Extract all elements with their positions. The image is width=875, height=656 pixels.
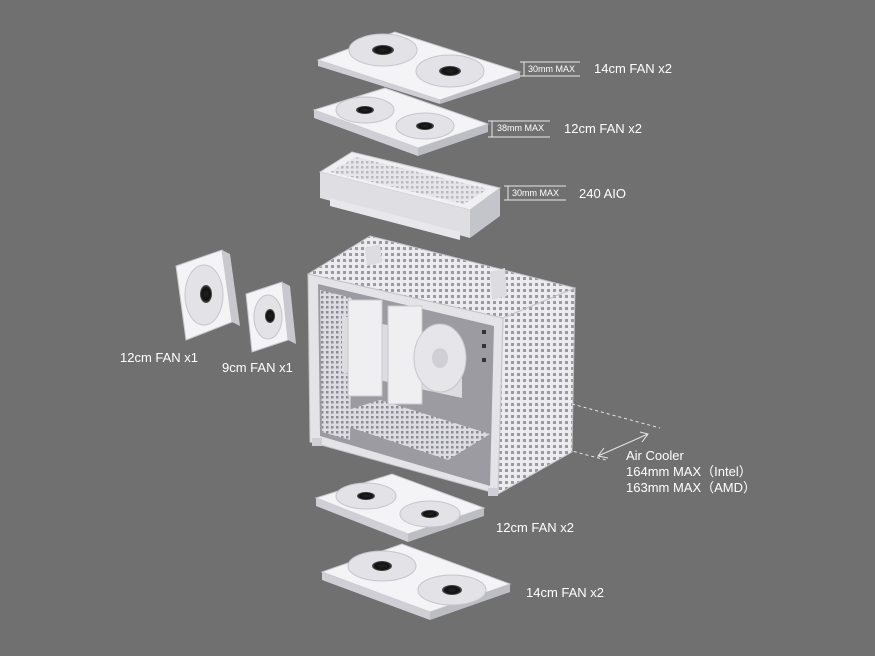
label-top-fan-140: 14cm FAN x2 — [594, 61, 673, 76]
fan-hub-icon — [200, 285, 212, 303]
fan-blade-icon — [399, 500, 461, 528]
dimension-marker — [520, 61, 580, 77]
air-cooler-intel: 164mm MAX（Intel） — [626, 464, 752, 479]
label-bottom-fan-120: 12cm FAN x2 — [496, 520, 575, 535]
air-cooler-dimension-guide — [567, 403, 661, 461]
dimension-marker — [504, 185, 566, 201]
label-side-fan-120: 12cm FAN x1 — [120, 350, 199, 365]
dimension-label-top-fan-120: 38mm MAX — [497, 123, 545, 133]
fan-hub-icon — [265, 309, 275, 323]
fan-blade-icon — [335, 482, 397, 510]
side-fan-90 — [245, 281, 296, 353]
label-aio: 240 AIO — [579, 186, 626, 201]
aio-radiator — [318, 151, 502, 240]
dimension-label-top-fan-140: 30mm MAX — [528, 64, 576, 74]
fan-blade-icon — [395, 112, 455, 140]
air-cooler-spec: Air Cooler 164mm MAX（Intel） 163mm MAX（AM… — [626, 448, 756, 496]
top-fan-120-pair — [312, 87, 490, 156]
air-cooler-title: Air Cooler — [626, 448, 684, 463]
bottom-fan-140-pair — [320, 543, 512, 620]
fan-blade-icon — [348, 33, 418, 67]
label-side-fan-90: 9cm FAN x1 — [222, 360, 293, 375]
label-bottom-fan-140: 14cm FAN x2 — [526, 585, 605, 600]
fan-blade-icon — [335, 96, 395, 124]
label-top-fan-120: 12cm FAN x2 — [564, 121, 643, 136]
fan-blade-icon — [415, 54, 485, 88]
fan-blade-icon — [347, 550, 417, 582]
fan-blade-icon — [417, 574, 487, 606]
air-cooler-amd: 163mm MAX（AMD） — [626, 480, 757, 495]
case-chassis — [306, 235, 577, 496]
top-fan-140-pair — [316, 31, 522, 104]
dimension-marker — [488, 120, 550, 138]
side-fan-120 — [175, 249, 240, 341]
bottom-fan-120-pair — [314, 473, 486, 542]
dimension-label-aio: 30mm MAX — [512, 188, 560, 198]
